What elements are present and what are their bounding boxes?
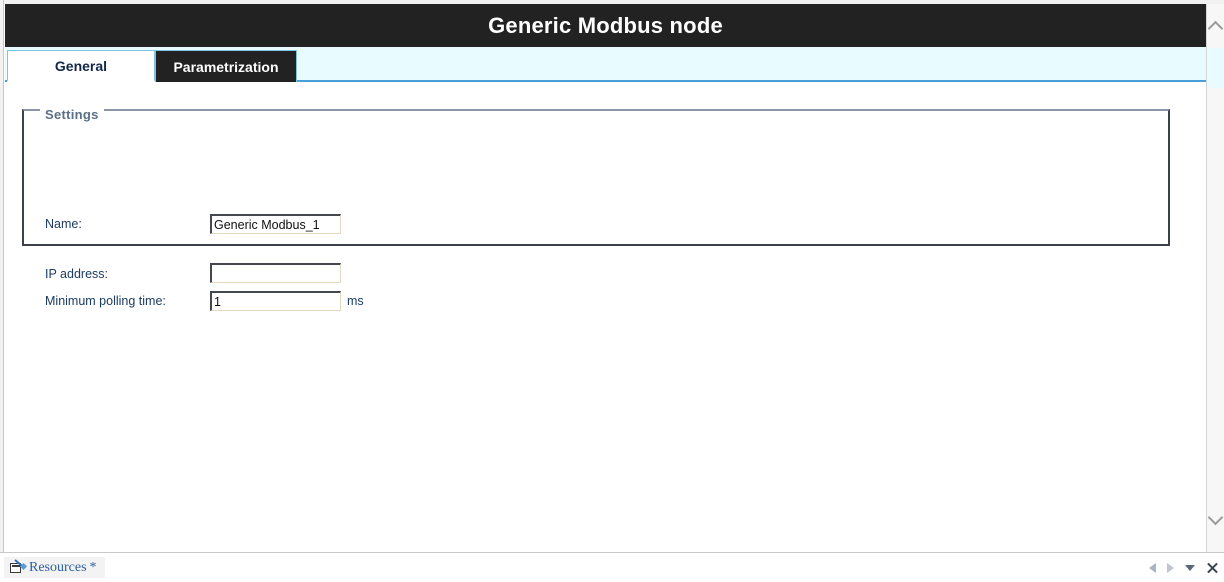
milliseconds-unit-label: ms: [347, 294, 364, 308]
resources-panel-tab[interactable]: Resources *: [4, 557, 105, 578]
window-top-gutter: [0, 0, 1224, 4]
close-icon[interactable]: [1206, 562, 1218, 574]
pin-icon: [8, 559, 28, 575]
ip-address-input[interactable]: [210, 263, 341, 283]
minimum-polling-time-input[interactable]: [210, 291, 341, 311]
settings-group-box: [22, 109, 1170, 246]
status-bar: Resources *: [0, 552, 1224, 581]
scroll-down-button[interactable]: [1207, 504, 1224, 534]
chevron-up-icon: [1207, 20, 1224, 37]
previous-arrow-icon[interactable]: [1149, 562, 1156, 573]
chevron-down-icon: [1207, 509, 1224, 526]
scroll-up-button[interactable]: [1207, 12, 1224, 42]
vertical-scrollbar[interactable]: [1206, 4, 1224, 552]
page-title: Generic Modbus node: [488, 12, 723, 38]
modified-marker: *: [89, 559, 97, 575]
tab-parametrization[interactable]: Parametrization: [155, 50, 297, 82]
tab-general-label: General: [54, 57, 108, 74]
dropdown-caret-icon[interactable]: [1185, 564, 1195, 571]
ip-address-label: IP address:: [45, 267, 109, 281]
resources-label: Resources: [29, 559, 87, 575]
next-arrow-icon[interactable]: [1167, 562, 1174, 573]
window-left-gutter: [0, 0, 4, 552]
settings-group-legend: Settings: [40, 107, 104, 122]
name-input[interactable]: [210, 214, 341, 234]
tab-content-general: Settings Name: IP address: Minimum polli…: [5, 82, 1206, 550]
status-bar-actions: [1149, 553, 1218, 582]
tab-general[interactable]: General: [7, 50, 155, 82]
name-label: Name:: [45, 217, 82, 231]
tab-parametrization-label: Parametrization: [173, 58, 279, 75]
tab-bar: General Parametrization: [5, 47, 1206, 82]
minimum-polling-time-label: Minimum polling time:: [45, 294, 166, 308]
scrollbar-track-highlight: [1207, 48, 1224, 88]
dialog-title-bar: Generic Modbus node: [5, 4, 1206, 47]
